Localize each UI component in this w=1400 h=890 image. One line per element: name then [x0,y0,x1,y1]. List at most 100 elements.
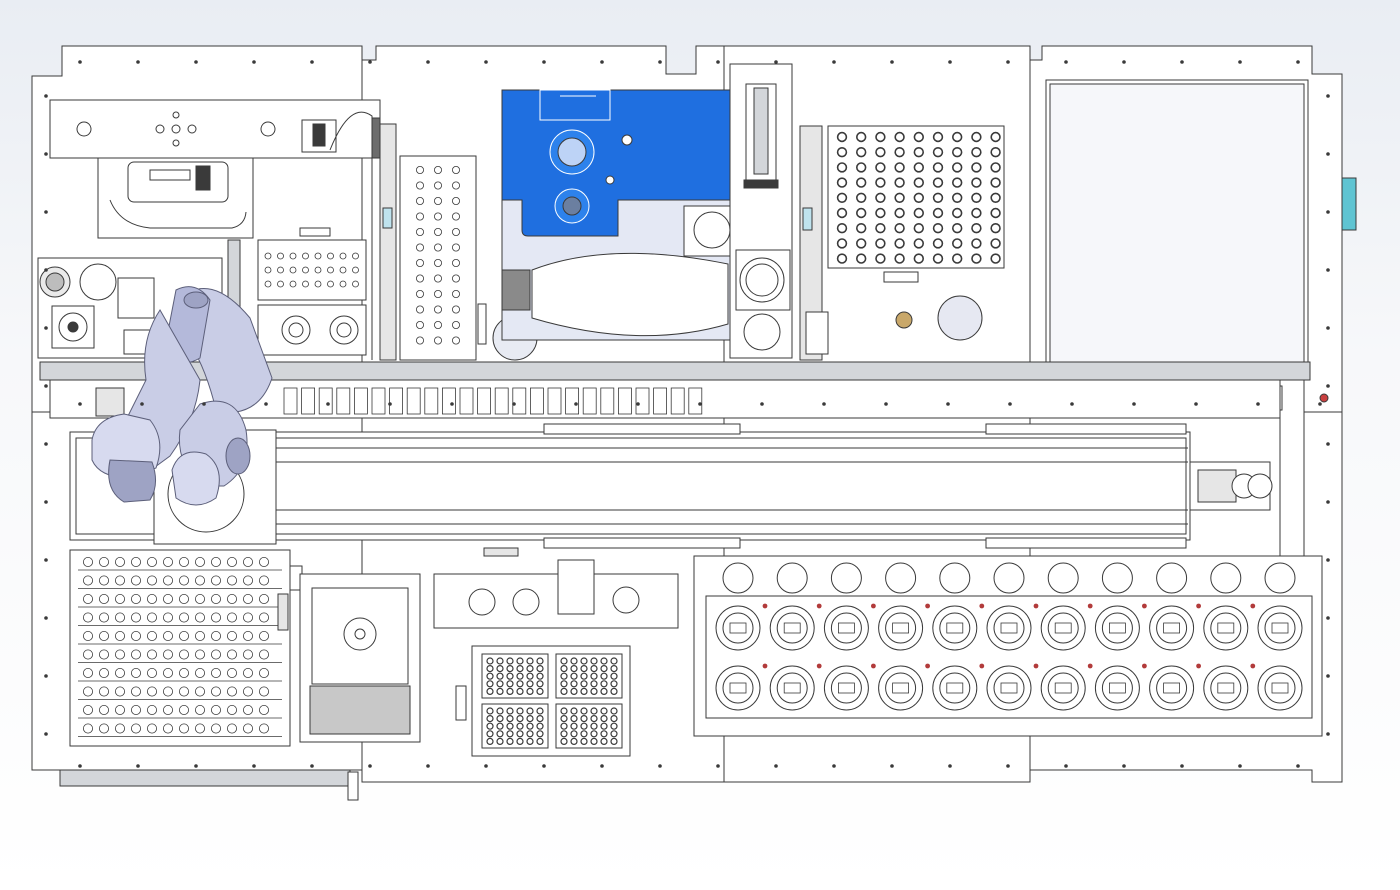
well [506,680,514,688]
grid-hole [836,207,848,219]
tube-slot [99,686,110,697]
tube-slot [178,686,189,697]
mount-screw [890,60,894,64]
well [560,737,568,746]
fixture-clip [1054,622,1072,634]
tube-slot [130,594,141,605]
mount-screw [44,210,48,214]
vertical-tube-rack [399,155,538,361]
well [496,672,504,680]
fixture-pin [979,603,985,609]
tube-slot [162,612,173,623]
pin-dot [277,266,284,274]
mount-screw [140,402,144,406]
pin-dot [327,280,334,288]
fixture-clip [838,622,855,634]
well [570,657,578,665]
mount-screw [426,60,430,64]
tube-slot [178,705,189,716]
well [590,737,598,746]
fixture-clip [783,622,801,634]
grid-hole [836,177,848,188]
mount-screw [44,152,48,156]
fixture-clip [892,622,909,634]
well [560,664,568,673]
carrier-link [441,387,456,415]
mount-screw [78,764,82,768]
fixture-clip [729,622,747,634]
mount-screw [832,60,836,64]
well [570,730,578,738]
tube-slot [226,668,237,679]
tube-slot [130,649,141,660]
rack-hole [451,320,460,329]
mount-screw [388,402,392,406]
carrier-link [512,387,527,415]
grid-hole [971,223,982,234]
rack-hole [433,274,442,283]
tube-slot [115,723,126,734]
rack-hole [433,258,442,267]
tube-slot [130,686,141,697]
mount-screw [832,764,836,768]
rack-hole [451,212,460,221]
mount-screw [948,60,952,64]
well [610,687,618,696]
carrier-link [494,387,509,415]
tube-slot [194,668,205,679]
rack-hole [433,336,442,345]
rack-hole [415,274,424,283]
carrier-link [530,387,544,415]
grid-hole [971,131,982,143]
mount-screw [884,402,888,406]
well [610,657,618,665]
carrier-link [635,387,650,415]
tube-slot [146,668,157,679]
mount-screw [310,60,314,64]
mount-screw [600,764,604,768]
well [560,657,568,665]
top-left-bracket [49,99,381,360]
well [536,714,544,723]
fixture-board [693,555,1323,737]
mount-screw [946,402,950,406]
tube-slot [162,668,173,679]
mount-screw [44,558,48,562]
mount-screw [1180,764,1184,768]
fixture-pin [1087,603,1093,609]
mount-screw [78,402,82,406]
fixture-pin [762,663,768,669]
grid-hole [855,223,867,234]
top-port [939,562,971,594]
mount-screw [658,60,662,64]
mount-screw [484,764,488,768]
rack-hole [415,243,424,252]
well [600,672,608,680]
tube-slot [258,631,269,642]
mount-screw [574,402,578,406]
mount-screw [698,402,702,406]
grid-hole [932,207,944,219]
robot-arm [91,286,277,545]
grid-hole [855,253,867,264]
mount-screw [1194,402,1198,406]
carrier-link [353,387,368,415]
well [580,672,588,680]
mount-screw [194,764,198,768]
grid-hole [875,207,886,219]
well [580,737,588,746]
grid-hole [855,147,867,158]
tube-slot [210,723,221,734]
grid-hole [855,177,867,188]
grid-hole [913,223,924,234]
fixture-clip [729,682,747,694]
rack-hole [451,289,460,298]
blue-station [501,89,741,341]
mount-screw [44,268,48,272]
tube-slot [115,649,126,660]
mount-screw [136,764,140,768]
grid-hole [875,162,886,173]
fixture-clip [1217,682,1235,694]
tube-slot [178,557,189,568]
